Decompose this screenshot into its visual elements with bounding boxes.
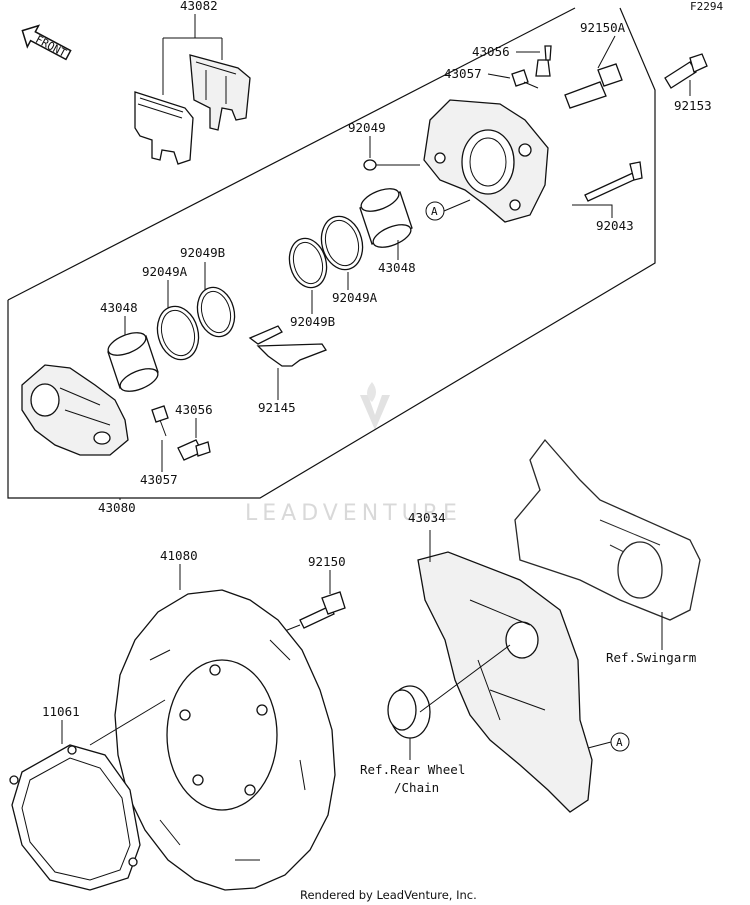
bleeder-cap-low [151,405,169,437]
footer-credit: Rendered by LeadVenture, Inc. [300,888,477,902]
swingarm-reference [514,438,701,621]
svg-text:A: A [431,205,438,218]
bleeder-cap-top [511,69,539,89]
caliper-body [21,364,129,456]
label-41080: 41080 [160,548,198,563]
seal-92049A-left [156,305,200,361]
label-43048-left: 43048 [100,300,138,315]
callout-a-bottom: A [587,732,630,752]
label-11061: 11061 [42,704,80,719]
label-92049A-mid: 92049A [332,290,378,305]
callout-a-top: A [425,199,471,221]
caliper-assembly-frame [7,7,656,499]
label-ref-swingarm: Ref.Swingarm [606,650,696,665]
svg-text:A: A [616,736,623,749]
wheel-collar [387,685,431,739]
seal-92049A-right [320,215,364,271]
label-43057-low: 43057 [140,472,178,487]
label-92150A: 92150A [580,20,626,35]
label-92043: 92043 [596,218,634,233]
label-ref-rear-wheel-2: /Chain [394,780,439,795]
brake-disc [114,589,336,891]
watermark: LEADVENTURE [245,382,462,526]
brake-pads [134,54,251,165]
pin-92043 [584,161,643,202]
label-43048-right: 43048 [378,260,416,275]
bolt-92150 [299,591,346,629]
bolt-92153 [664,53,708,89]
bleeder-valve-top [535,45,552,77]
diagram-code: F2294 [690,0,723,13]
label-ref-rear-wheel-1: Ref.Rear Wheel [360,762,465,777]
label-43082: 43082 [180,0,218,13]
watermark-text: LEADVENTURE [245,501,462,526]
label-92150: 92150 [308,554,346,569]
label-92153: 92153 [674,98,712,113]
bleeder-valve-low [177,439,211,461]
gasket-11061 [9,744,141,891]
slide-pin-92150A [564,63,623,109]
label-43057-top: 43057 [444,66,482,81]
caliper-bracket [423,99,549,223]
piston-43048-right [359,188,413,248]
label-43034: 43034 [408,510,446,525]
label-92049B-mid: 92049B [290,314,335,329]
front-arrow-label: FRONT [33,33,69,60]
ring-92049 [363,159,377,171]
piston-43048-left [107,332,159,392]
label-43056-top: 43056 [472,44,510,59]
label-43080: 43080 [98,500,136,515]
pad-spring-92145 [248,325,327,367]
label-92145: 92145 [258,400,296,415]
caliper-bracket-plate [417,551,593,813]
label-43056-low: 43056 [175,402,213,417]
label-92049A-left: 92049A [142,264,188,279]
front-arrow-icon: FRONT [21,24,72,61]
label-92049B-top: 92049B [180,245,225,260]
label-92049: 92049 [348,120,386,135]
